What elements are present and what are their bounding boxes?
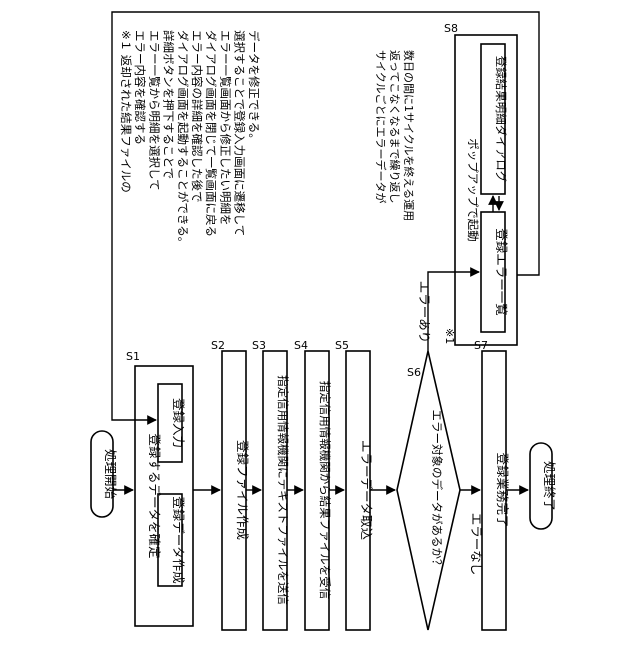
s8-left-label: 登録エラー一覧 <box>494 228 509 316</box>
note-line: エラー一覧画面から修正したい明細を <box>218 30 232 226</box>
s2-tag: S2 <box>211 339 225 352</box>
note-line: ※１ 返却された結果ファイルの <box>119 30 133 193</box>
note-line: エラー一覧から明細を選択して <box>147 30 161 191</box>
s2-label: 登録ファイル作成 <box>235 440 250 540</box>
s3-tag: S3 <box>252 339 266 352</box>
s5-tag: S5 <box>335 339 349 352</box>
cycle-line: サイクルごとにエラーデータが <box>374 50 388 203</box>
cycle-line: 数日の間に1サイクルを終える運用 <box>402 50 416 221</box>
s7-label: 登録業務完了 <box>495 452 510 527</box>
note-line: ダイアログ画面を起動することができる。 <box>176 30 190 248</box>
s6-diamond <box>397 351 460 630</box>
s4-tag: S4 <box>294 339 308 352</box>
s6-label: エラー対象のデータがあるか？ <box>430 410 444 571</box>
end-label: 処理終了 <box>542 461 557 511</box>
cycle-line: 返ってこなくなるまで繰り返し <box>388 50 402 203</box>
s8-right-label: 登録結果明細ダイアログ <box>494 56 508 183</box>
note-line: 詳細ボタンを押下することで <box>162 30 176 179</box>
note-paragraph: ※１ 返却された結果ファイルのエラー内容を確認するエラー一覧から明細を選択して詳… <box>119 30 261 248</box>
s5-label: エラーデータ取込 <box>359 440 374 541</box>
s6-yes-label: エラーあり <box>417 281 432 344</box>
s8-tag: S8 <box>444 22 458 35</box>
s1-sub-right: 登録入力 <box>171 398 186 448</box>
s3-label: 指定信用情報機関にテキストファイルを送信 <box>276 375 290 605</box>
s6-no-label: エラーなし <box>469 513 484 576</box>
s8-title: ポップアップで起動 <box>466 138 480 242</box>
note-line: エラー内容の詳細を確認した後で <box>190 30 204 203</box>
note-line: 選択することで登録入力画面に遷移して <box>233 30 247 236</box>
note-ref: ※1 <box>443 328 456 344</box>
s6-tag: S6 <box>407 366 421 379</box>
note-line: エラー内容を確認する <box>133 30 147 145</box>
s1-title: 登録するデータを確定 <box>147 433 162 558</box>
note-line: データを修正できる。 <box>247 30 261 145</box>
start-label: 処理開始 <box>103 449 118 500</box>
s4-label: 指定信用情報機関から結果ファイルを受信 <box>318 381 332 600</box>
note-line: ダイアログ画面を閉じて一覧画面に戻る <box>204 30 218 237</box>
cycle-note: サイクルごとにエラーデータが返ってこなくなるまで繰り返し数日の間に1サイクルを終… <box>374 50 416 221</box>
s7-tag: S7 <box>474 339 488 352</box>
s1-tag: S1 <box>126 350 140 363</box>
s1-sub-left: 登録データ作成 <box>171 496 186 584</box>
